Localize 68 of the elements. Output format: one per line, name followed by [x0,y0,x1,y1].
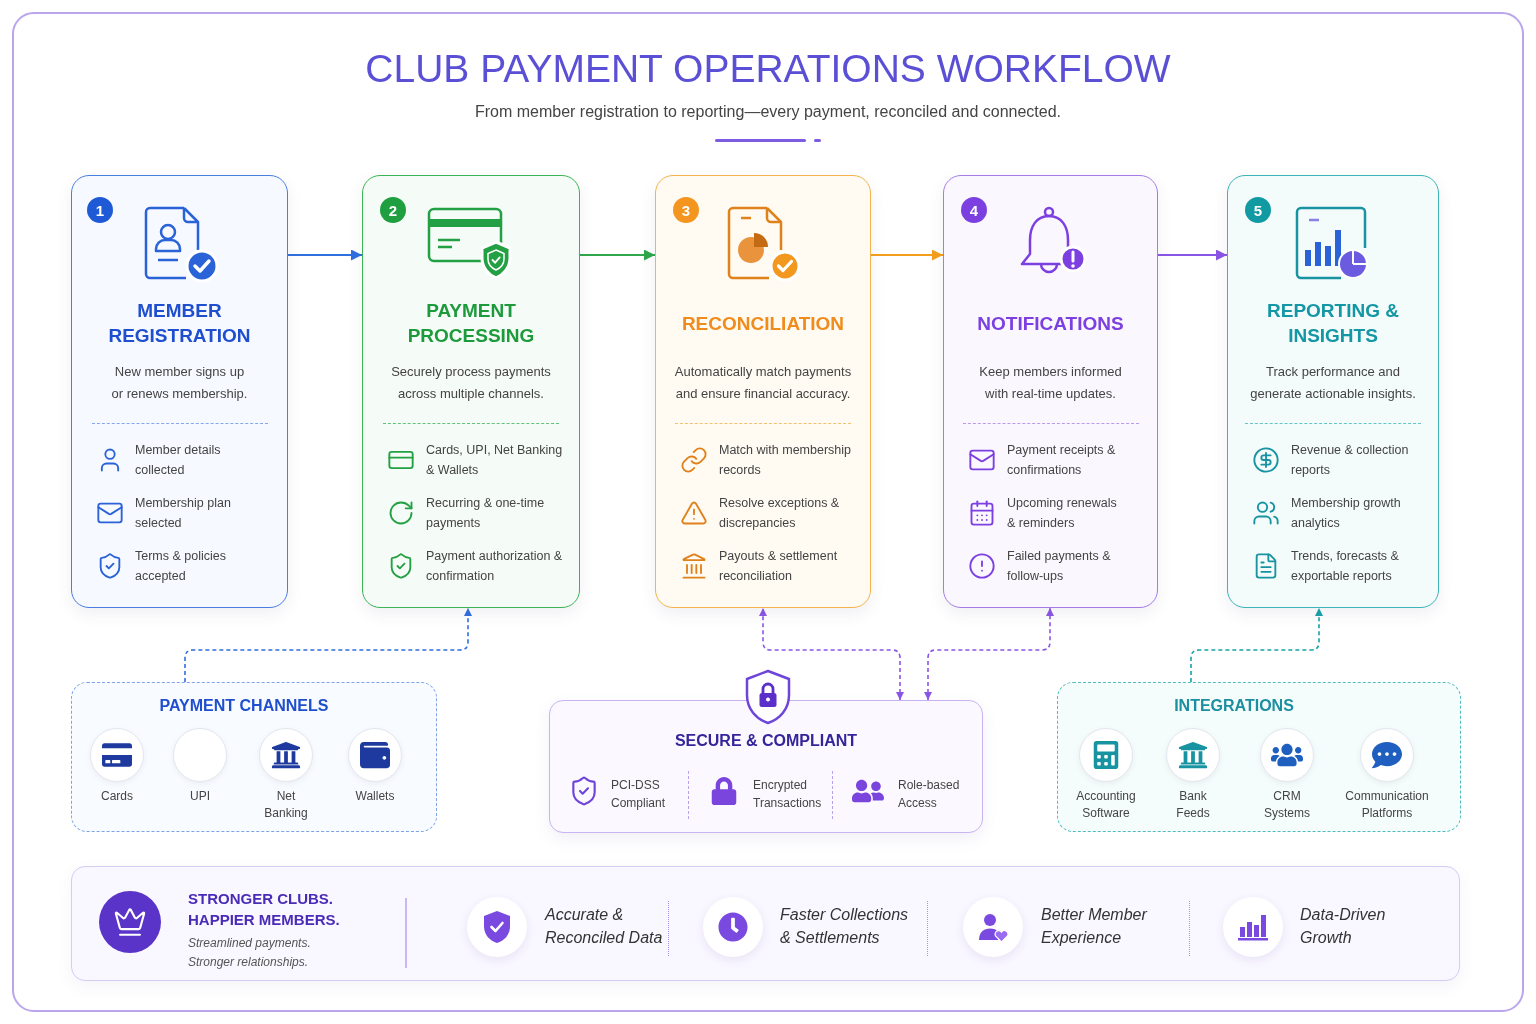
benefit-text: Faster Collections & Settlements [780,905,910,948]
feature-label: PCI-DSS Compliant [611,777,667,812]
benefit-text: Better Member Experience [1041,905,1149,948]
feature-label: Role-based Access [898,777,961,812]
arrow [287,249,363,261]
channel-label: Communication Platforms [1344,788,1430,822]
step-card [1227,175,1439,608]
dashed-arrow [759,607,904,701]
step-number-badge: 3 [673,197,699,223]
group-title: INTEGRATIONS [1174,696,1294,716]
group-panel [71,682,437,832]
channel-label: Wallets [354,788,396,805]
step-item-text: Match with membership records [719,442,852,479]
step-description: New member signs up or renews membership. [110,363,249,403]
step-card [943,175,1158,608]
dashed-arrow [924,607,1054,701]
step-description: Securely process payments across multiple channels. [390,363,552,403]
benefit-text: Data-Driven Growth [1300,905,1387,948]
group-title: SECURE & COMPLIANT [674,731,858,751]
step-number-badge: 1 [87,197,113,223]
step-card [71,175,288,608]
group-title: PAYMENT CHANNELS [159,696,329,716]
channel-label: Accounting Software [1075,788,1137,822]
step-item-text: Trends, forecasts & exportable reports [1291,548,1400,585]
step-item-text: Recurring & one-time payments [426,495,546,532]
step-description: Keep members informed with real-time updates. [978,363,1123,403]
summary-banner [71,866,1460,981]
step-title: NOTIFICATIONS [977,311,1124,336]
step-number-badge: 4 [961,197,987,223]
step-item-text: Payment authorization & confirmation [426,548,564,585]
step-item-text: Membership growth analytics [1291,495,1402,532]
arrow [579,249,656,261]
page-subtitle: From member registration to reporting—every payment, reconciled and connected. [474,102,1062,122]
step-item-text: Revenue & collection reports [1291,442,1410,479]
step-title: REPORTING & INSIGHTS [1266,299,1400,348]
channel-label: UPI [189,788,211,805]
channel-label: Net Banking [263,788,309,822]
step-description: Automatically match payments and ensure financial accuracy. [673,363,853,403]
benefit-text: Accurate & Reconciled Data [545,905,664,948]
channel-label: Cards [100,788,134,805]
step-card [655,175,871,608]
group-panel [1057,682,1461,832]
channel-label: Bank Feeds [1175,788,1211,822]
step-item-text: Membership plan selected [135,495,232,532]
step-item-text: Member details collected [135,442,222,479]
step-title: RECONCILIATION [681,311,845,336]
banner-tagline: Streamlined payments. Stronger relationships. [188,935,312,971]
step-item-text: Terms & policies accepted [135,548,227,585]
step-number-badge: 5 [1245,197,1271,223]
arrow [870,249,944,261]
step-item-text: Failed payments & follow-ups [1007,548,1112,585]
dashed-arrow [1190,607,1323,683]
step-item-text: Payouts & settlement reconciliation [719,548,839,585]
feature-label: Encrypted Transactions [753,777,823,812]
step-description: Track performance and generate actionable insights. [1249,363,1417,403]
step-item-text: Upcoming renewals & reminders [1007,495,1118,532]
channel-label: CRM Systems [1263,788,1311,822]
step-number-badge: 2 [380,197,406,223]
page-title: CLUB PAYMENT OPERATIONS WORKFLOW [365,46,1171,92]
dashed-arrow [184,607,472,683]
step-item-text: Cards, UPI, Net Banking & Wallets [426,442,564,479]
step-title: MEMBER REGISTRATION [107,299,252,348]
banner-heading: STRONGER CLUBS. HAPPIER MEMBERS. [188,889,341,930]
step-item-text: Payment receipts & confirmations [1007,442,1117,479]
arrow [1157,249,1228,261]
step-item-text: Resolve exceptions & discrepancies [719,495,841,532]
step-card [362,175,580,608]
step-title: PAYMENT PROCESSING [406,299,536,348]
